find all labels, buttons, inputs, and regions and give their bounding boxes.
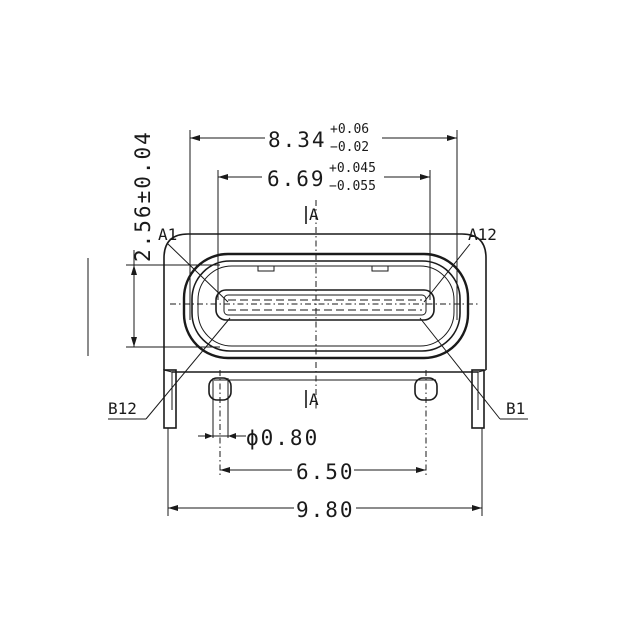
pin-left xyxy=(208,370,232,478)
label-a12: A12 xyxy=(423,225,497,303)
outer-width-value: 8.34 xyxy=(268,128,327,152)
inner-width-tol-plus: +0.045 xyxy=(329,161,376,176)
outer-width-tol-plus: +0.06 xyxy=(330,122,369,137)
connector-body xyxy=(163,233,487,429)
svg-text:A12: A12 xyxy=(468,225,497,244)
section-mark-bottom: A xyxy=(309,390,319,409)
pin-right xyxy=(414,370,438,478)
height-value: 2.56±0.04 xyxy=(131,130,155,262)
label-b12: B12 xyxy=(108,317,231,420)
dim-pin-pitch: 6.50 xyxy=(220,460,426,484)
inner-width-tol-minus: −0.055 xyxy=(329,179,376,194)
dim-overall-width: 9.80 xyxy=(167,428,483,522)
svg-text:B1: B1 xyxy=(506,399,525,418)
inner-width-value: 6.69 xyxy=(267,167,326,191)
overall-width-value: 9.80 xyxy=(296,498,355,522)
pin-pitch-value: 6.50 xyxy=(296,460,355,484)
section-mark-top: A xyxy=(309,205,319,224)
dim-outer-width: 8.34 +0.06 −0.02 xyxy=(189,122,458,320)
svg-text:A1: A1 xyxy=(158,225,177,244)
outer-width-tol-minus: −0.02 xyxy=(330,140,369,155)
svg-text:B12: B12 xyxy=(108,399,137,418)
section-line: A A xyxy=(305,200,319,410)
label-a1: A1 xyxy=(158,225,229,303)
dim-height: 2.56±0.04 xyxy=(87,130,220,356)
pin-diameter-value: ϕ0.80 xyxy=(246,426,319,450)
dim-pin-diameter: ϕ0.80 xyxy=(198,426,319,450)
label-b1: B1 xyxy=(419,317,528,420)
dim-inner-width: 6.69 +0.045 −0.055 xyxy=(217,161,431,300)
